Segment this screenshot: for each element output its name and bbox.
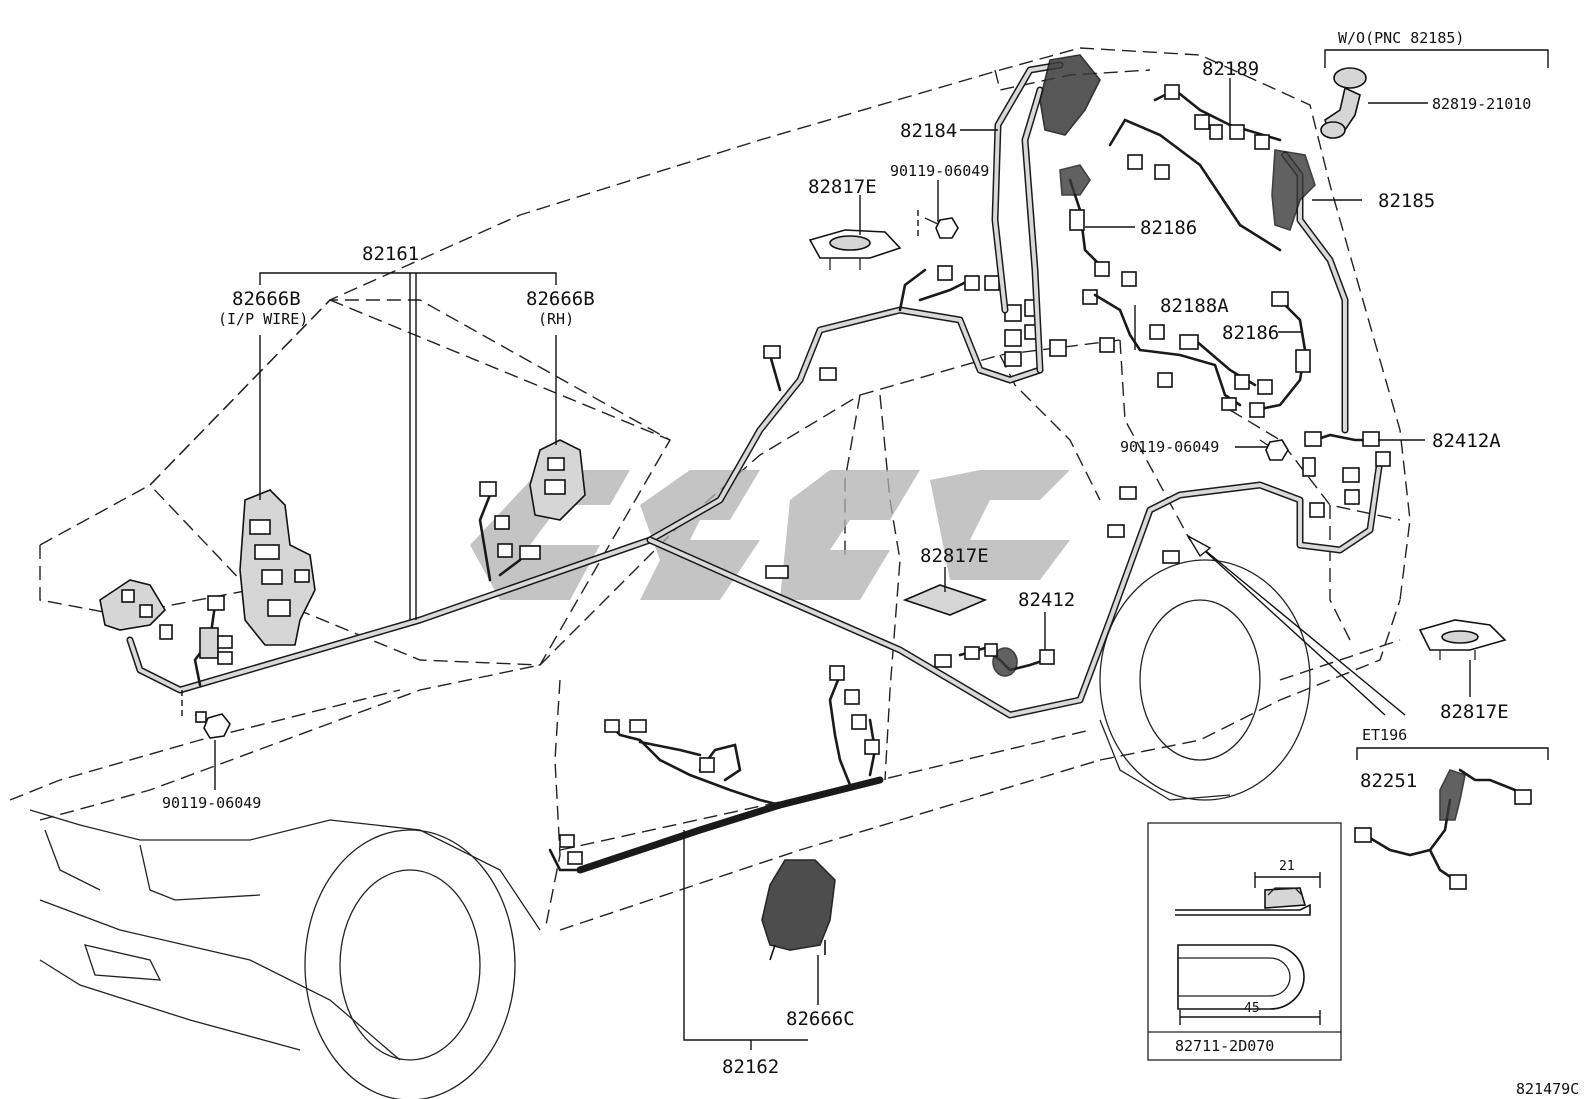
- rear-wire-82189[interactable]: [1108, 84, 1282, 252]
- rh-junction-block[interactable]: [529, 439, 586, 521]
- main-harness-82161[interactable]: [126, 268, 1384, 719]
- sub-wire-82188a[interactable]: [1093, 293, 1257, 411]
- label-et196[interactable]: ET196: [1362, 726, 1407, 744]
- bolt-rear[interactable]: [1259, 439, 1289, 461]
- bolt-left[interactable]: [181, 690, 231, 739]
- sub-wire-82186-lower[interactable]: [1249, 291, 1311, 418]
- rear-wheel: [1099, 559, 1311, 801]
- sub-wire-82186-upper[interactable]: [1059, 164, 1137, 305]
- back-door-wire-82185[interactable]: [1271, 149, 1380, 447]
- grommet-82819[interactable]: [1320, 67, 1367, 139]
- label-clamp-rear[interactable]: 82817E: [1440, 701, 1509, 723]
- label-82412[interactable]: 82412: [1018, 589, 1075, 611]
- front-wheel: [304, 829, 516, 1099]
- label-without-note: W/O(PNC 82185): [1338, 29, 1464, 47]
- clip-detail-box: [1147, 822, 1342, 1061]
- label-rh-note: (RH): [538, 310, 574, 328]
- floor-harness-82162[interactable]: [548, 665, 884, 874]
- label-82189[interactable]: 82189: [1202, 58, 1259, 80]
- front-bumper-outline: [29, 809, 541, 1061]
- junction-block-82666c[interactable]: [761, 859, 836, 961]
- left-bracket-connector[interactable]: [99, 579, 233, 665]
- label-82186-lower[interactable]: 82186: [1222, 322, 1279, 344]
- label-82251[interactable]: 82251: [1360, 770, 1417, 792]
- clamp-floor-82817e[interactable]: [902, 584, 988, 616]
- bolt-roof[interactable]: [917, 210, 959, 240]
- label-clip-part[interactable]: 82711-2D070: [1175, 1037, 1274, 1055]
- floor-wire-82412[interactable]: [934, 643, 1055, 677]
- label-ip-wire-note: (I/P WIRE): [218, 310, 308, 328]
- label-82666c[interactable]: 82666C: [786, 1008, 855, 1030]
- clamp-top-82817e[interactable]: [808, 229, 902, 270]
- label-82666b-rh[interactable]: 82666B: [526, 288, 595, 310]
- label-82184[interactable]: 82184: [900, 120, 957, 142]
- label-82666b-ip[interactable]: 82666B: [232, 288, 301, 310]
- label-clamp-floor[interactable]: 82817E: [920, 545, 989, 567]
- label-82412a[interactable]: 82412A: [1432, 430, 1501, 452]
- ip-wire-junction-block[interactable]: [239, 489, 316, 646]
- label-82162[interactable]: 82162: [722, 1056, 779, 1078]
- label-bolt-roof[interactable]: 90119-06049: [890, 162, 989, 180]
- clamp-rear-82817e[interactable]: [1418, 619, 1507, 660]
- label-clip-width: 21: [1279, 859, 1295, 874]
- part-labels: 82161 82666B (I/P WIRE) 82666B (RH) 9011…: [162, 29, 1579, 1098]
- label-bolt-rear[interactable]: 90119-06049: [1120, 438, 1219, 456]
- label-82161[interactable]: 82161: [362, 243, 419, 265]
- roof-wire-82184[interactable]: [991, 54, 1101, 374]
- label-grommet[interactable]: 82819-21010: [1432, 95, 1531, 113]
- label-bolt-left[interactable]: 90119-06049: [162, 794, 261, 812]
- tail-wire-82251[interactable]: [1354, 768, 1532, 890]
- label-82188a[interactable]: 82188A: [1160, 295, 1229, 317]
- label-82186-upper[interactable]: 82186: [1140, 217, 1197, 239]
- label-clamp-top[interactable]: 82817E: [808, 176, 877, 198]
- label-82185[interactable]: 82185: [1378, 190, 1435, 212]
- main-harness-connectors: [207, 265, 1391, 611]
- label-clip-length: 45: [1244, 1001, 1260, 1016]
- leader-lines: [214, 49, 1549, 1050]
- figure-id: 821479C: [1516, 1080, 1579, 1098]
